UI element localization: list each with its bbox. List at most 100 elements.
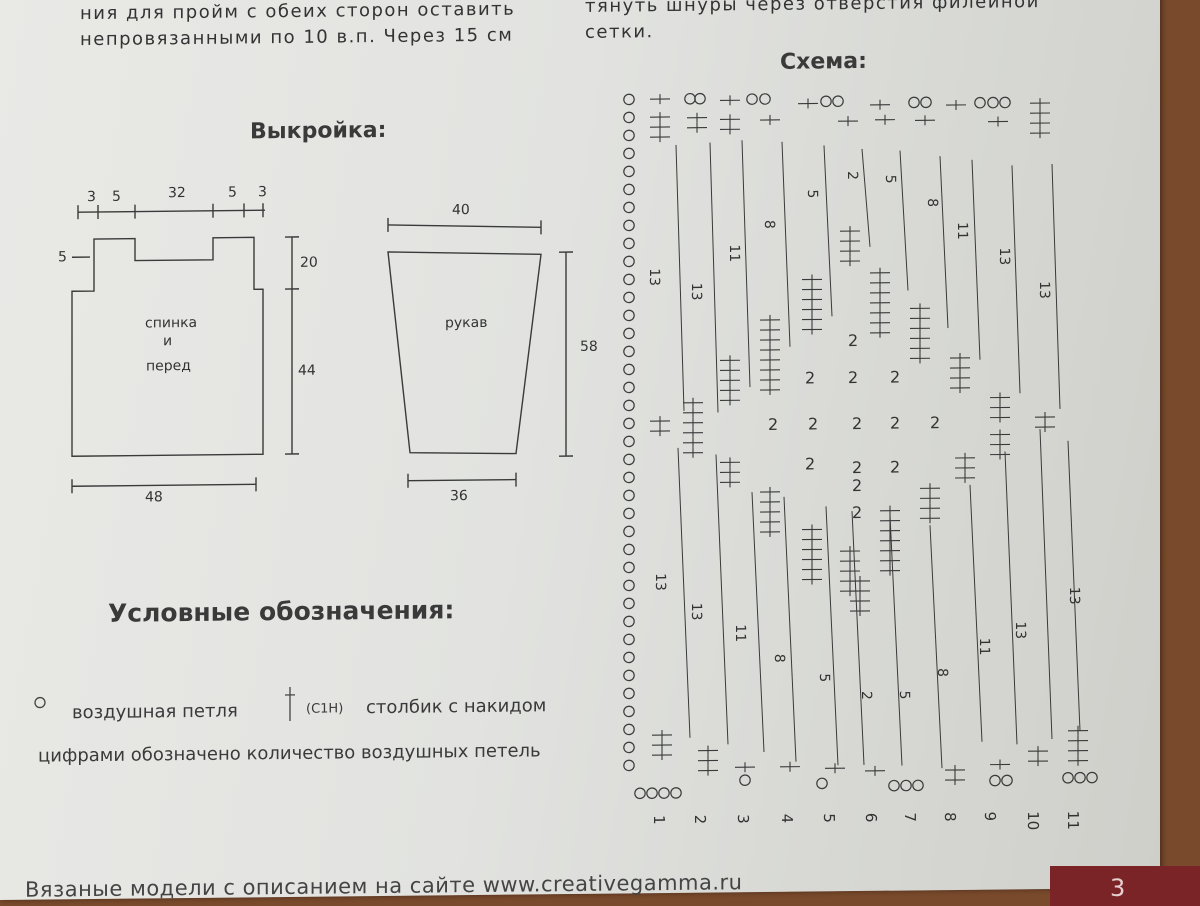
- double-crochet: [1030, 128, 1050, 138]
- double-crochet: [850, 576, 870, 586]
- chain-count: 2: [852, 458, 862, 477]
- double-crochet: [870, 278, 890, 288]
- chain-count: 2: [805, 368, 815, 387]
- double-crochet: [870, 298, 890, 308]
- double-crochet: [1030, 98, 1050, 108]
- double-crochet: [870, 100, 890, 110]
- column-number: 3: [734, 814, 752, 824]
- double-crochet: [910, 313, 930, 323]
- double-crochet: [950, 383, 970, 393]
- chain-count: 8: [924, 198, 940, 207]
- double-crochet: [780, 762, 800, 772]
- double-crochet: [802, 534, 822, 544]
- double-crochet: [840, 556, 860, 566]
- chain-count: 2: [844, 171, 860, 180]
- double-crochet: [945, 765, 965, 775]
- chain-line: [890, 516, 902, 766]
- chain-stitch: [624, 364, 634, 375]
- chain-count: 5: [816, 673, 832, 682]
- chain-line: [1040, 429, 1052, 739]
- double-crochet: [990, 412, 1010, 422]
- double-crochet: [698, 745, 718, 755]
- chain-stitch: [624, 238, 634, 249]
- chain-line: [824, 145, 832, 316]
- chain-stitch: [1075, 772, 1085, 783]
- chain-count: 5: [896, 690, 912, 699]
- double-crochet: [825, 763, 845, 773]
- chain-stitch: [624, 472, 634, 483]
- chain-stitch: [624, 742, 634, 753]
- double-crochet: [840, 226, 860, 236]
- double-crochet: [760, 497, 780, 507]
- double-crochet: [652, 730, 672, 740]
- double-crochet: [1068, 736, 1088, 746]
- double-crochet: [988, 116, 1008, 126]
- chain-stitch: [975, 97, 985, 108]
- double-crochet: [880, 536, 900, 546]
- chain-line: [930, 525, 942, 768]
- chain-stitch: [740, 775, 750, 786]
- double-crochet: [1035, 412, 1055, 422]
- double-crochet: [1028, 746, 1048, 756]
- double-crochet: [760, 365, 780, 375]
- double-crochet: [760, 375, 780, 385]
- double-crochet: [915, 115, 935, 125]
- chain-stitch: [624, 166, 634, 177]
- double-crochet: [735, 762, 755, 772]
- chain-stitch: [624, 274, 634, 285]
- chain-stitch: [624, 112, 634, 123]
- chain-stitch: [624, 634, 634, 645]
- double-crochet: [798, 98, 818, 108]
- column-number: 11: [1064, 811, 1082, 830]
- double-crochet: [802, 564, 822, 574]
- double-crochet: [650, 416, 670, 426]
- chain-stitch: [624, 202, 634, 213]
- double-crochet: [720, 114, 740, 124]
- column-number: 6: [862, 813, 880, 823]
- double-crochet: [650, 94, 670, 104]
- double-crochet: [1035, 422, 1055, 432]
- double-crochet: [865, 766, 885, 776]
- chain-count: 5: [882, 175, 898, 184]
- double-crochet: [802, 544, 822, 554]
- double-crochet: [840, 246, 860, 256]
- chain-count: 11: [954, 222, 970, 240]
- chain-stitch: [747, 94, 757, 105]
- chain-stitch: [624, 418, 634, 429]
- chain-count: 5: [804, 189, 820, 198]
- double-crochet: [687, 123, 707, 133]
- chain-stitch: [817, 778, 827, 789]
- chain-count: 8: [761, 220, 777, 229]
- chain-stitch: [624, 760, 634, 771]
- column-number: 9: [981, 812, 999, 822]
- double-crochet: [990, 759, 1010, 769]
- double-crochet: [720, 385, 740, 395]
- double-crochet: [910, 343, 930, 353]
- double-crochet: [955, 473, 975, 483]
- chain-line: [900, 150, 908, 290]
- chain-stitch: [624, 454, 634, 465]
- double-crochet: [910, 323, 930, 333]
- chain-line: [852, 511, 864, 765]
- chain-stitch: [624, 184, 634, 195]
- chain-stitch: [635, 788, 645, 799]
- chain-stitch: [647, 788, 657, 799]
- chain-line: [678, 448, 690, 738]
- chain-stitch: [624, 508, 634, 519]
- double-crochet: [955, 453, 975, 463]
- chain-stitch: [671, 788, 681, 799]
- chain-count: 2: [852, 476, 862, 495]
- chain-stitch: [624, 130, 634, 141]
- chain-stitch: [624, 148, 634, 159]
- chain-line: [752, 492, 764, 752]
- double-crochet: [870, 308, 890, 318]
- chain-stitch: [624, 562, 634, 573]
- double-crochet: [802, 284, 822, 294]
- column-number: 10: [1024, 811, 1042, 830]
- double-crochet: [802, 294, 822, 304]
- double-crochet: [683, 418, 703, 428]
- double-crochet: [946, 100, 966, 110]
- chain-line: [826, 506, 838, 765]
- chain-count: 2: [852, 414, 862, 433]
- chain-stitch: [913, 780, 923, 791]
